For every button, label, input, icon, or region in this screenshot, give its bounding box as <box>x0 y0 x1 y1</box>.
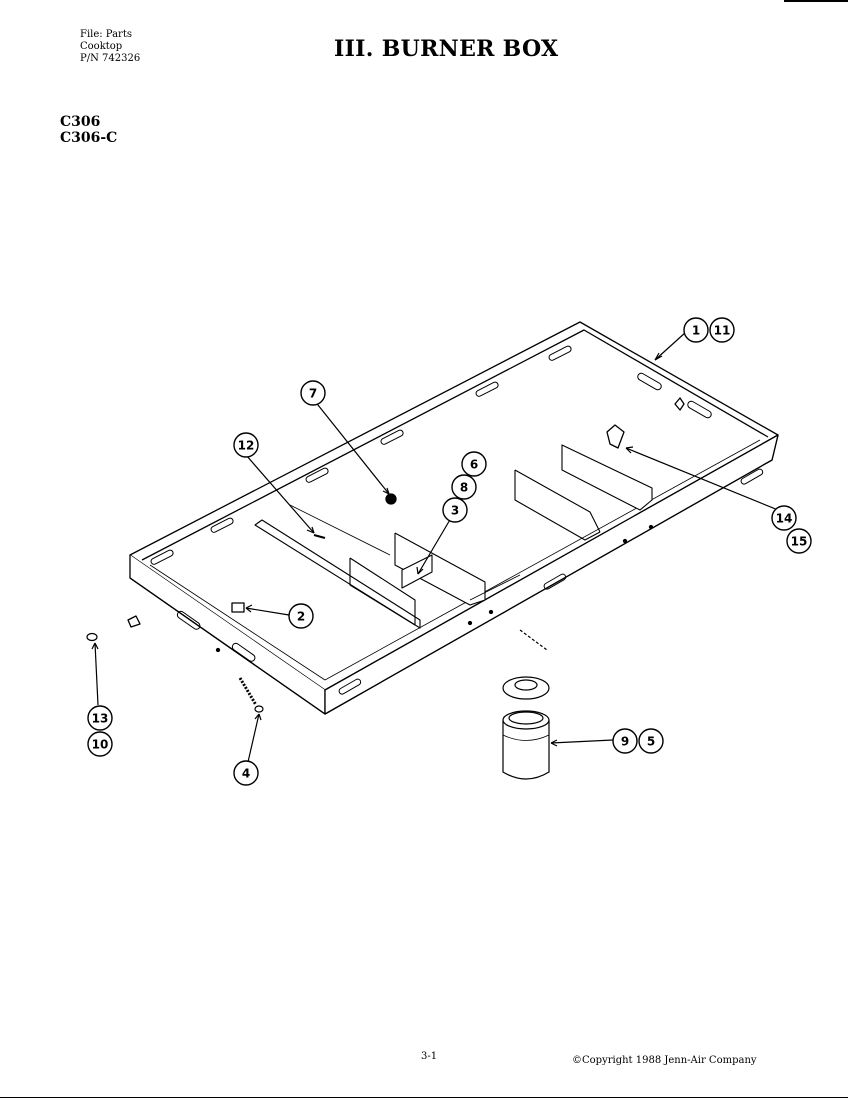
callout-6: 6 <box>461 451 487 477</box>
callout-number: 4 <box>242 767 250 781</box>
callout-8: 8 <box>451 474 477 500</box>
callout-number: 13 <box>92 712 109 726</box>
callout-number: 10 <box>92 738 109 752</box>
callout-11: 11 <box>709 317 735 343</box>
file-line: File: Parts <box>80 29 132 40</box>
callout-5: 5 <box>638 728 664 754</box>
callouts: 1 11 7 12 6 8 3 2 14 15 13 10 4 9 5 <box>87 317 812 786</box>
callout-15: 15 <box>786 528 812 554</box>
file-info: File: Parts Cooktop P/N 742326 <box>80 29 140 65</box>
model-number: C306-C <box>60 130 118 146</box>
callout-4: 4 <box>233 760 259 786</box>
loose-parts <box>86 629 550 780</box>
corner-rule <box>784 0 848 2</box>
callout-number: 14 <box>776 512 793 526</box>
callout-number: 1 <box>692 324 700 338</box>
copyright-notice: ©Copyright 1988 Jenn-Air Company <box>572 1055 757 1066</box>
callout-number: 11 <box>714 324 731 338</box>
callout-number: 2 <box>297 610 305 624</box>
callout-3: 3 <box>442 497 468 523</box>
callout-7: 7 <box>300 380 326 406</box>
model-number: C306 <box>60 114 101 130</box>
callout-number: 7 <box>309 387 317 401</box>
page-number: 3-1 <box>421 1051 438 1062</box>
callout-number: 8 <box>460 481 468 495</box>
model-list: C306 C306-C <box>60 114 117 146</box>
bottom-rule <box>0 1097 848 1098</box>
leader-lines <box>91 331 779 763</box>
file-line: Cooktop <box>80 41 123 52</box>
callout-14: 14 <box>771 505 797 531</box>
callout-number: 15 <box>791 535 808 549</box>
callout-2: 2 <box>288 603 314 629</box>
page-title: III. BURNER BOX <box>334 36 559 62</box>
callout-number: 6 <box>470 458 478 472</box>
callout-number: 9 <box>621 735 629 749</box>
callout-13: 13 <box>87 705 113 731</box>
callout-9: 9 <box>612 728 638 754</box>
callout-1: 1 <box>683 317 709 343</box>
file-line: P/N 742326 <box>80 53 141 64</box>
callout-number: 5 <box>647 735 655 749</box>
callout-10: 10 <box>87 731 113 757</box>
callout-number: 3 <box>451 504 459 518</box>
callout-12: 12 <box>233 432 259 458</box>
callout-number: 12 <box>238 439 255 453</box>
